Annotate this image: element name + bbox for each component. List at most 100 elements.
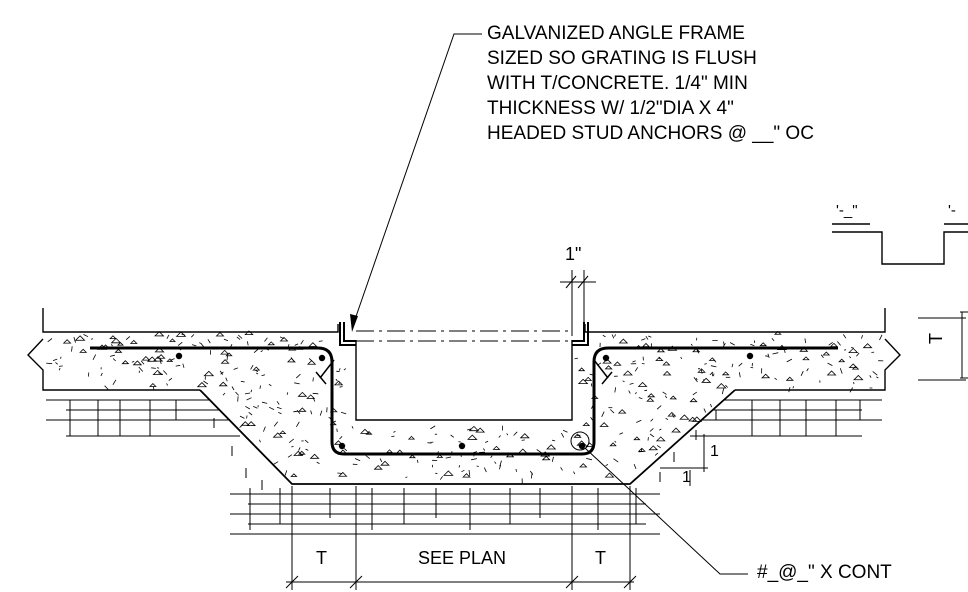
soil-pattern — [46, 399, 882, 535]
hatch-mark — [634, 367, 639, 372]
hatch-mark — [662, 370, 672, 376]
hatch-mark — [848, 363, 858, 369]
hatch-mark — [585, 442, 595, 447]
hatch-mark — [856, 352, 860, 357]
hatch-mark — [287, 454, 293, 458]
hatch-mark — [306, 394, 316, 399]
hatch-mark — [655, 356, 664, 361]
hatch-mark — [291, 446, 294, 448]
hatch-mark — [309, 453, 320, 459]
detail-ref-left: '-_" — [836, 202, 858, 219]
hatch-mark — [312, 377, 314, 382]
hatch-mark — [613, 361, 622, 366]
hatch-mark — [207, 339, 211, 344]
hatch-mark — [853, 374, 864, 381]
frame-callout-line: WITH T/CONCRETE. 1/4" MIN — [487, 73, 748, 94]
hatch-mark — [688, 416, 698, 422]
hatch-mark — [52, 358, 58, 361]
hatch-mark — [614, 387, 617, 393]
hatch-mark — [671, 427, 681, 433]
hatch-mark — [92, 354, 97, 360]
hatch-mark — [74, 335, 86, 341]
hatch-mark — [519, 433, 530, 439]
hatch-mark — [439, 476, 444, 480]
hatch-mark — [513, 431, 518, 436]
hatch-mark — [261, 401, 268, 404]
hatch-mark — [799, 347, 809, 352]
hatch-mark — [609, 442, 617, 447]
hatch-mark — [517, 448, 528, 454]
hatch-mark — [604, 472, 615, 478]
hatch-mark — [848, 347, 859, 354]
hatch-mark — [656, 348, 666, 353]
hatch-mark — [605, 464, 609, 467]
hatch-mark — [220, 371, 224, 375]
hatch-mark — [238, 334, 243, 339]
hatch-mark — [499, 464, 502, 470]
hatch-mark — [110, 344, 113, 347]
hatch-mark — [230, 344, 233, 348]
hatch-mark — [297, 450, 306, 455]
hatch-mark — [220, 359, 230, 364]
hatch-mark — [619, 432, 624, 435]
hatch-mark — [253, 348, 259, 354]
hatch-mark — [244, 330, 254, 336]
hatch-mark — [312, 397, 316, 402]
hatch-mark — [693, 377, 698, 383]
hatch-mark — [253, 406, 258, 409]
dimension-top-gap — [560, 270, 596, 336]
hatch-mark — [264, 337, 268, 342]
rebar — [90, 346, 838, 456]
hatch-mark — [312, 392, 319, 395]
hatch-mark — [632, 360, 636, 363]
hatch-mark — [667, 345, 678, 351]
hatch-mark — [259, 385, 261, 389]
hatch-mark — [560, 467, 563, 471]
hatch-mark — [104, 385, 109, 390]
hatch-mark — [713, 373, 715, 377]
hatch-mark — [530, 472, 533, 479]
hatch-mark — [261, 346, 263, 349]
hatch-mark — [771, 338, 775, 342]
hatch-mark — [650, 418, 654, 422]
dimension-thickness-right — [918, 311, 968, 381]
hatch-mark — [849, 356, 852, 359]
hatch-mark — [637, 381, 648, 387]
hatch-mark — [112, 379, 117, 386]
hatch-mark — [662, 361, 671, 366]
hatch-mark — [649, 428, 654, 432]
hatch-mark — [729, 342, 735, 346]
hatch-mark — [407, 435, 416, 440]
hatch-mark — [436, 454, 444, 458]
hatch-mark — [333, 380, 344, 386]
hatch-mark — [330, 438, 333, 440]
hatch-mark — [776, 344, 787, 351]
hatch-mark — [700, 368, 703, 374]
hatch-mark — [862, 343, 873, 349]
hatch-mark — [750, 343, 755, 347]
hatch-mark — [450, 451, 453, 455]
hatch-mark — [246, 421, 257, 427]
frame-callout-line: THICKNESS W/ 1/2"DIA X 4" — [487, 98, 734, 119]
hatch-mark — [483, 467, 487, 473]
hatch-mark — [552, 439, 556, 442]
dimension-label-thickness-right: T — [926, 333, 946, 344]
hatch-mark — [279, 336, 289, 342]
hatch-mark — [335, 378, 338, 382]
hatch-mark — [132, 360, 143, 366]
hatch-mark — [704, 363, 707, 365]
hatch-mark — [276, 401, 280, 405]
hatch-mark — [365, 431, 373, 435]
hatch-mark — [244, 392, 251, 395]
dimension-label-top-gap: 1" — [565, 244, 582, 264]
hatch-mark — [365, 455, 371, 460]
hatch-mark — [294, 382, 300, 385]
hatch-mark — [191, 344, 197, 347]
hatch-mark — [644, 389, 648, 392]
hatch-mark — [73, 336, 76, 343]
hatch-mark — [163, 370, 168, 375]
hatch-mark — [226, 355, 228, 361]
hatch-mark — [279, 430, 287, 435]
hatch-mark — [602, 334, 606, 338]
hatch-mark — [55, 362, 59, 365]
